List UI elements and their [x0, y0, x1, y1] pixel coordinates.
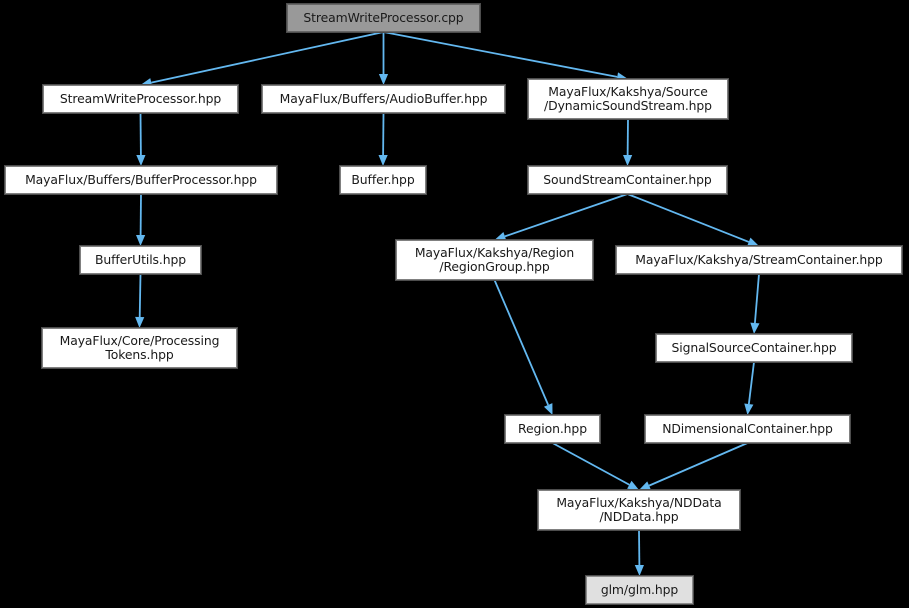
edge-bufferutils-to-proctokens — [138, 273, 142, 318]
graph-node-regiongroup[interactable]: MayaFlux/Kakshya/Region /RegionGroup.hpp — [395, 239, 594, 281]
arrowhead-root-to-audiobuffer — [378, 74, 389, 85]
edge-root-to-swp_hpp — [151, 31, 384, 84]
edge-region-to-nddata — [552, 442, 630, 486]
arrowhead-region-to-nddata — [627, 480, 639, 490]
graph-node-swp_hpp[interactable]: StreamWriteProcessor.hpp — [42, 84, 239, 114]
graph-node-ndimctn[interactable]: NDimensionalContainer.hpp — [644, 414, 851, 444]
graph-node-bufferprocessor[interactable]: MayaFlux/Buffers/BufferProcessor.hpp — [4, 165, 278, 195]
arrowhead-bufferutils-to-proctokens — [135, 316, 145, 328]
edge-root-to-dynsoundstream — [383, 31, 618, 78]
edge-streamcontainer-to-signalsrcctn — [754, 273, 760, 324]
graph-node-nddata[interactable]: MayaFlux/Kakshya/NDData /NDData.hpp — [537, 489, 741, 531]
arrowhead-nddata-to-glm — [634, 564, 644, 576]
graph-node-buffer[interactable]: Buffer.hpp — [339, 165, 427, 195]
graph-node-proctokens[interactable]: MayaFlux/Core/Processing Tokens.hpp — [41, 327, 238, 369]
edge-regiongroup-to-region — [493, 279, 549, 406]
edge-signalsrcctn-to-ndimctn — [747, 361, 755, 405]
arrowhead-signalsrcctn-to-ndimctn — [744, 403, 754, 415]
edge-soundstreamctn-to-streamcontainer — [627, 193, 750, 243]
graph-node-glm[interactable]: glm/glm.hpp — [585, 575, 694, 605]
arrowhead-dynsoundstream-to-soundstreamctn — [623, 154, 633, 166]
graph-node-bufferutils[interactable]: BufferUtils.hpp — [79, 245, 202, 275]
graph-node-signalsrcctn[interactable]: SignalSourceContainer.hpp — [655, 333, 853, 363]
graph-node-audiobuffer[interactable]: MayaFlux/Buffers/AudioBuffer.hpp — [261, 84, 506, 114]
arrowhead-regiongroup-to-region — [543, 403, 553, 415]
graph-node-streamcontainer[interactable]: MayaFlux/Kakshya/StreamContainer.hpp — [615, 245, 903, 275]
arrowhead-soundstreamctn-to-regiongroup — [494, 232, 507, 241]
graph-node-region[interactable]: Region.hpp — [504, 414, 601, 444]
arrowhead-root-to-swp_hpp — [140, 78, 153, 88]
arrowhead-streamcontainer-to-signalsrcctn — [750, 322, 760, 334]
arrowhead-bufferprocessor-to-bufferutils — [136, 234, 146, 246]
arrowhead-swp_hpp-to-bufferprocessor — [136, 154, 146, 166]
graph-node-dynsoundstream[interactable]: MayaFlux/Kakshya/Source /DynamicSoundStr… — [527, 78, 729, 120]
graph-node-soundstreamctn[interactable]: SoundStreamContainer.hpp — [527, 165, 728, 195]
arrowhead-ndimctn-to-nddata — [639, 481, 651, 490]
edge-ndimctn-to-nddata — [648, 442, 748, 487]
arrowhead-audiobuffer-to-buffer — [378, 154, 388, 166]
arrowhead-soundstreamctn-to-streamcontainer — [747, 237, 759, 247]
graph-node-root[interactable]: StreamWriteProcessor.cpp — [286, 3, 481, 33]
edge-soundstreamctn-to-regiongroup — [504, 193, 628, 238]
